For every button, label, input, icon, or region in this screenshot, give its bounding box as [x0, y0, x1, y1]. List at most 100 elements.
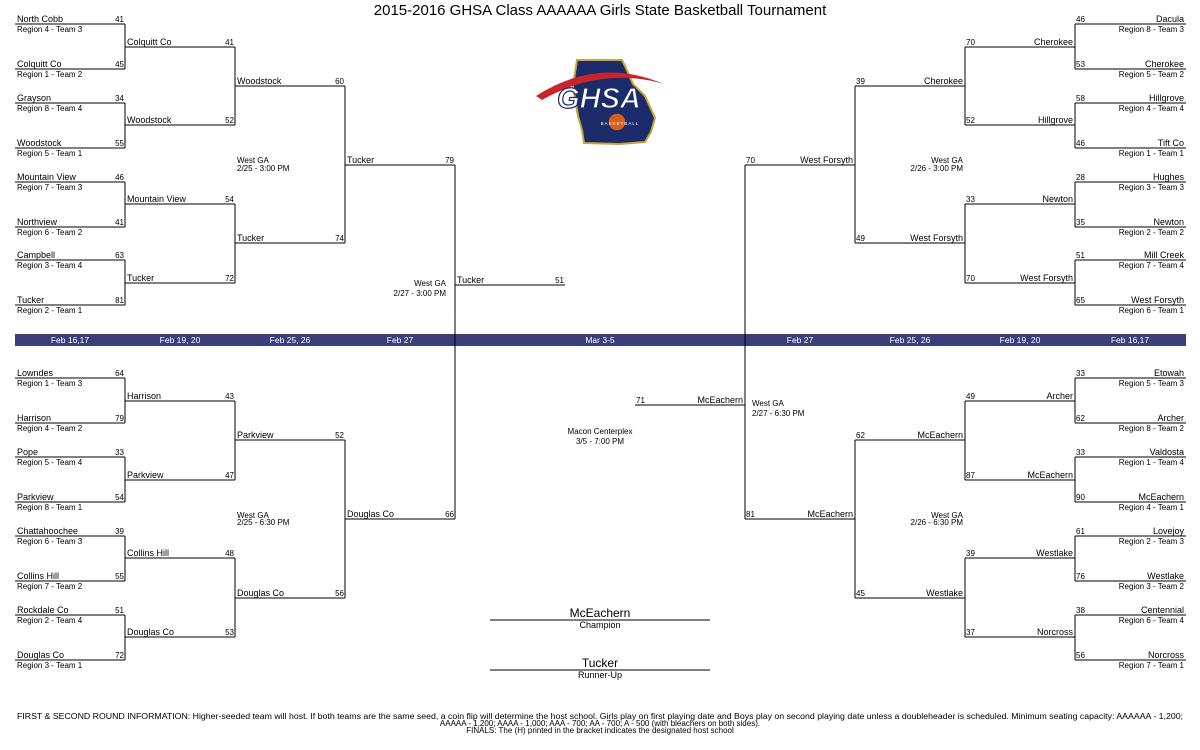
team-score: 45: [856, 589, 865, 598]
venue-date: 2/27 - 6:30 PM: [752, 409, 805, 418]
team-name: Campbell: [17, 250, 55, 260]
team-score: 37: [966, 628, 975, 637]
team-score: 35: [1076, 218, 1085, 227]
runner-up-team: Tucker: [582, 656, 618, 670]
team-score: 56: [1076, 651, 1085, 660]
team-seed: Region 5 - Team 1: [17, 149, 83, 158]
venue-date: 3/5 - 7:00 PM: [576, 437, 624, 446]
team-name: West Forsyth: [910, 233, 963, 243]
round-date-label: Feb 16,17: [1111, 335, 1150, 345]
venue-date: 2/25 - 6:30 PM: [237, 518, 290, 527]
team-score: 46: [115, 173, 124, 182]
team-score: 41: [115, 15, 124, 24]
footer-line: FINALS: The (H) printed in the bracket i…: [466, 726, 734, 735]
champion-label: Champion: [579, 620, 620, 630]
team-score: 87: [966, 471, 975, 480]
team-seed: Region 4 - Team 4: [1119, 104, 1185, 113]
venue-site: West GA: [414, 279, 447, 288]
team-score: 51: [1076, 251, 1085, 260]
team-score: 53: [225, 628, 234, 637]
round-dates-band: [15, 334, 1186, 346]
team-score: 66: [445, 510, 454, 519]
team-score: 70: [746, 156, 755, 165]
team-name: Mountain View: [127, 194, 186, 204]
champion-block: McEachern Champion: [490, 606, 710, 630]
team-seed: Region 8 - Team 3: [1119, 25, 1185, 34]
team-score: 46: [1076, 15, 1085, 24]
team-score: 45: [115, 60, 124, 69]
logo-subtext: BASKETBALL: [601, 121, 640, 126]
team-name: West Forsyth: [1131, 295, 1184, 305]
page-title: 2015-2016 GHSA Class AAAAAA Girls State …: [374, 2, 827, 19]
team-score: 61: [1076, 527, 1085, 536]
team-name: Hillgrove: [1038, 115, 1073, 125]
team-score: 79: [445, 156, 454, 165]
venue-site: West GA: [237, 511, 270, 520]
team-seed: Region 2 - Team 4: [17, 616, 83, 625]
round-date-labels: Feb 16,17 Feb 19, 20 Feb 25, 26 Feb 27 M…: [51, 335, 1150, 345]
team-name: McEachern: [1027, 470, 1073, 480]
team-name: Newton: [1042, 194, 1073, 204]
team-name: Tift Co: [1158, 138, 1184, 148]
team-seed: Region 8 - Team 4: [17, 104, 83, 113]
team-seed: Region 3 - Team 4: [17, 261, 83, 270]
team-name: Woodstock: [127, 115, 172, 125]
team-name: Westlake: [1147, 571, 1184, 581]
team-name: Collins Hill: [127, 548, 169, 558]
team-name: McEachern: [1138, 492, 1184, 502]
venue-notes: West GA 2/25 - 3:00 PM West GA 2/25 - 6:…: [237, 156, 964, 527]
team-seed: Region 6 - Team 2: [17, 228, 83, 237]
team-name: Chattahoochee: [17, 526, 78, 536]
team-name: Hughes: [1153, 172, 1185, 182]
team-score: 63: [115, 251, 124, 260]
team-seed: Region 2 - Team 1: [17, 306, 83, 315]
team-score: 79: [115, 414, 124, 423]
team-name: Lovejoy: [1153, 526, 1185, 536]
team-name: Tucker: [127, 273, 154, 283]
team-score: 76: [1076, 572, 1085, 581]
team-name: Tucker: [457, 275, 484, 285]
logo-swoosh: [536, 72, 664, 100]
team-name: Douglas Co: [17, 650, 64, 660]
team-name: Norcross: [1037, 627, 1074, 637]
team-name: Collins Hill: [17, 571, 59, 581]
footer-line: AAAAA - 1,200; AAAA - 1,000; AAA - 700; …: [440, 719, 760, 728]
team-name: Archer: [1046, 391, 1073, 401]
team-score: 52: [225, 116, 234, 125]
team-score: 90: [1076, 493, 1085, 502]
team-score: 53: [1076, 60, 1085, 69]
team-score: 54: [115, 493, 124, 502]
team-seed: Region 5 - Team 4: [17, 458, 83, 467]
team-name: Northview: [17, 217, 58, 227]
team-score: 72: [115, 651, 124, 660]
team-score: 33: [966, 195, 975, 204]
team-score: 39: [966, 549, 975, 558]
team-score: 72: [225, 274, 234, 283]
venue-date: 2/26 - 6:30 PM: [911, 518, 964, 527]
team-name: Valdosta: [1150, 447, 1184, 457]
team-seed: Region 6 - Team 1: [1119, 306, 1185, 315]
team-name: Colquitt Co: [17, 59, 62, 69]
team-seed: Region 1 - Team 1: [1119, 149, 1185, 158]
round-date-label: Feb 25, 26: [270, 335, 311, 345]
team-score: 55: [115, 139, 124, 148]
team-seed: Region 1 - Team 3: [17, 379, 83, 388]
team-name: Woodstock: [17, 138, 62, 148]
team-name: Grayson: [17, 93, 51, 103]
team-seed: Region 5 - Team 3: [1119, 379, 1185, 388]
basketball-icon: [607, 112, 627, 132]
ghsa-logo: GHSA BASKETBALL: [536, 59, 664, 146]
team-name: Colquitt Co: [127, 37, 172, 47]
team-name: Mill Creek: [1144, 250, 1185, 260]
team-seed: Region 3 - Team 2: [1119, 582, 1185, 591]
team-score: 46: [1076, 139, 1085, 148]
venue-site: West GA: [752, 399, 785, 408]
team-name: Cherokee: [1034, 37, 1073, 47]
team-name: Westlake: [926, 588, 963, 598]
team-seed: Region 7 - Team 2: [17, 582, 83, 591]
logo-wordmark: GHSA: [557, 83, 641, 115]
team-score: 62: [856, 431, 865, 440]
team-score: 33: [1076, 448, 1085, 457]
team-name: Tucker: [347, 155, 374, 165]
